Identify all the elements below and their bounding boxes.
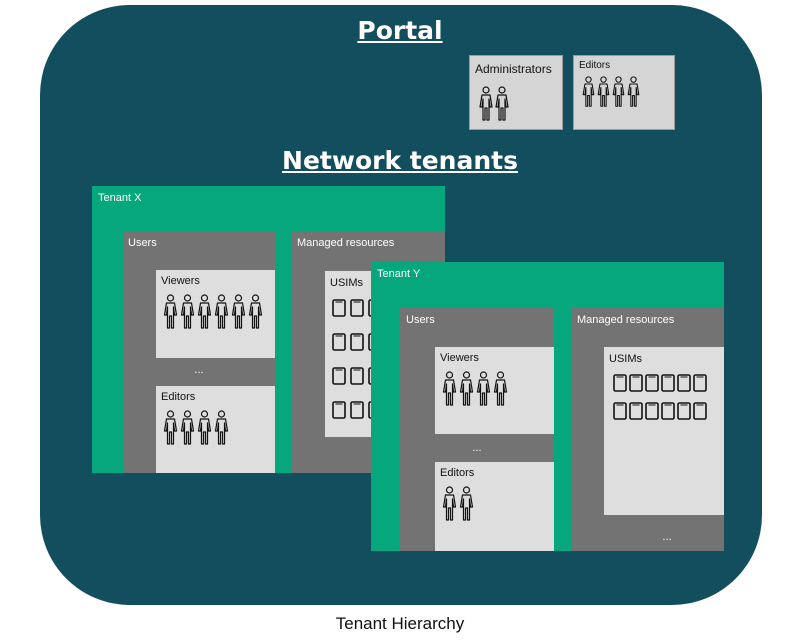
- tenant-y-usims-ellipsis: ...: [662, 531, 672, 543]
- person-icon: [627, 76, 640, 113]
- portal-administrators-box: Administrators: [469, 55, 563, 130]
- tenant-x-label: Tenant X: [98, 192, 142, 204]
- usim-icon: [629, 374, 643, 397]
- tenant-y-managed-resources: Managed resources USIMs ...: [571, 308, 724, 551]
- tenant-y-viewers-label: Viewers: [440, 352, 479, 364]
- usim-icon: [350, 333, 366, 356]
- tenant-x-resources-label: Managed resources: [297, 237, 395, 249]
- person-icon: [476, 371, 491, 412]
- tenant-x-viewers-label: Viewers: [161, 275, 200, 287]
- tenant-y-editors-label: Editors: [440, 467, 475, 479]
- tenant-y-users-ellipsis: ...: [472, 442, 482, 454]
- person-icon: [459, 371, 474, 412]
- person-icon: [163, 294, 178, 335]
- person-icon: [180, 410, 195, 451]
- administrators-label: Administrators: [475, 62, 552, 76]
- portal-editors-icons: [582, 76, 640, 113]
- portal-title: Portal: [357, 16, 443, 45]
- tenant-x-users-label: Users: [128, 237, 157, 249]
- usim-icon: [332, 367, 348, 390]
- usim-icon: [677, 402, 691, 425]
- person-icon: [597, 76, 610, 113]
- person-icon: [214, 294, 229, 335]
- usim-icon: [332, 401, 348, 424]
- tenant-y-editors-box: Editors: [435, 462, 554, 551]
- usim-icon: [693, 402, 707, 425]
- tenant-y-label: Tenant Y: [377, 268, 421, 280]
- usim-icon: [645, 402, 659, 425]
- tenant-y-editors-icons: [442, 486, 474, 527]
- tenant-y-usims-grid: [613, 374, 723, 425]
- tenant-x-usims-label: USIMs: [330, 277, 363, 289]
- portal-editors-box: Editors: [573, 55, 675, 130]
- person-icon: [231, 294, 246, 335]
- person-icon: [214, 410, 229, 451]
- usim-icon: [661, 402, 675, 425]
- person-icon: [197, 410, 212, 451]
- person-icon: [197, 294, 212, 335]
- usim-icon: [350, 299, 366, 322]
- tenant-y-box: Tenant Y Users Viewers ... Editors Manag…: [371, 262, 724, 551]
- tenant-x-users-ellipsis: ...: [194, 364, 204, 376]
- tenant-y-viewers-icons: [442, 371, 508, 412]
- diagram-caption: Tenant Hierarchy: [335, 614, 465, 633]
- person-icon: [163, 410, 178, 451]
- tenant-x-users: Users Viewers ... Editors: [123, 232, 275, 473]
- tenant-x-viewers-box: Viewers: [156, 270, 275, 358]
- usim-icon: [613, 374, 627, 397]
- person-icon: [479, 84, 493, 129]
- administrators-icons: [479, 84, 509, 129]
- person-icon: [442, 486, 457, 527]
- person-icon: [442, 371, 457, 412]
- usim-icon: [693, 374, 707, 397]
- person-icon: [582, 76, 595, 113]
- usim-icon: [677, 374, 691, 397]
- person-icon: [495, 84, 509, 129]
- usim-icon: [661, 374, 675, 397]
- tenant-y-users: Users Viewers ... Editors: [400, 308, 554, 551]
- tenant-y-usims-label: USIMs: [609, 353, 642, 365]
- person-icon: [248, 294, 263, 335]
- tenant-x-editors-label: Editors: [161, 391, 196, 403]
- usim-icon: [350, 367, 366, 390]
- usim-icon: [645, 374, 659, 397]
- tenant-y-viewers-box: Viewers: [435, 347, 554, 434]
- tenant-x-editors-box: Editors: [156, 386, 275, 473]
- portal-editors-label: Editors: [579, 60, 611, 71]
- tenant-y-resources-label: Managed resources: [577, 314, 675, 326]
- usim-icon: [350, 401, 366, 424]
- person-icon: [493, 371, 508, 412]
- tenant-x-editors-icons: [163, 410, 229, 451]
- person-icon: [459, 486, 474, 527]
- usim-icon: [332, 299, 348, 322]
- person-icon: [612, 76, 625, 113]
- usim-icon: [613, 402, 627, 425]
- network-tenants-title: Network tenants: [282, 146, 518, 175]
- tenant-x-viewers-icons: [163, 294, 263, 335]
- tenant-y-users-label: Users: [406, 314, 435, 326]
- usim-icon: [629, 402, 643, 425]
- person-icon: [180, 294, 195, 335]
- usim-icon: [332, 333, 348, 356]
- tenant-y-usims-box: USIMs: [604, 347, 724, 515]
